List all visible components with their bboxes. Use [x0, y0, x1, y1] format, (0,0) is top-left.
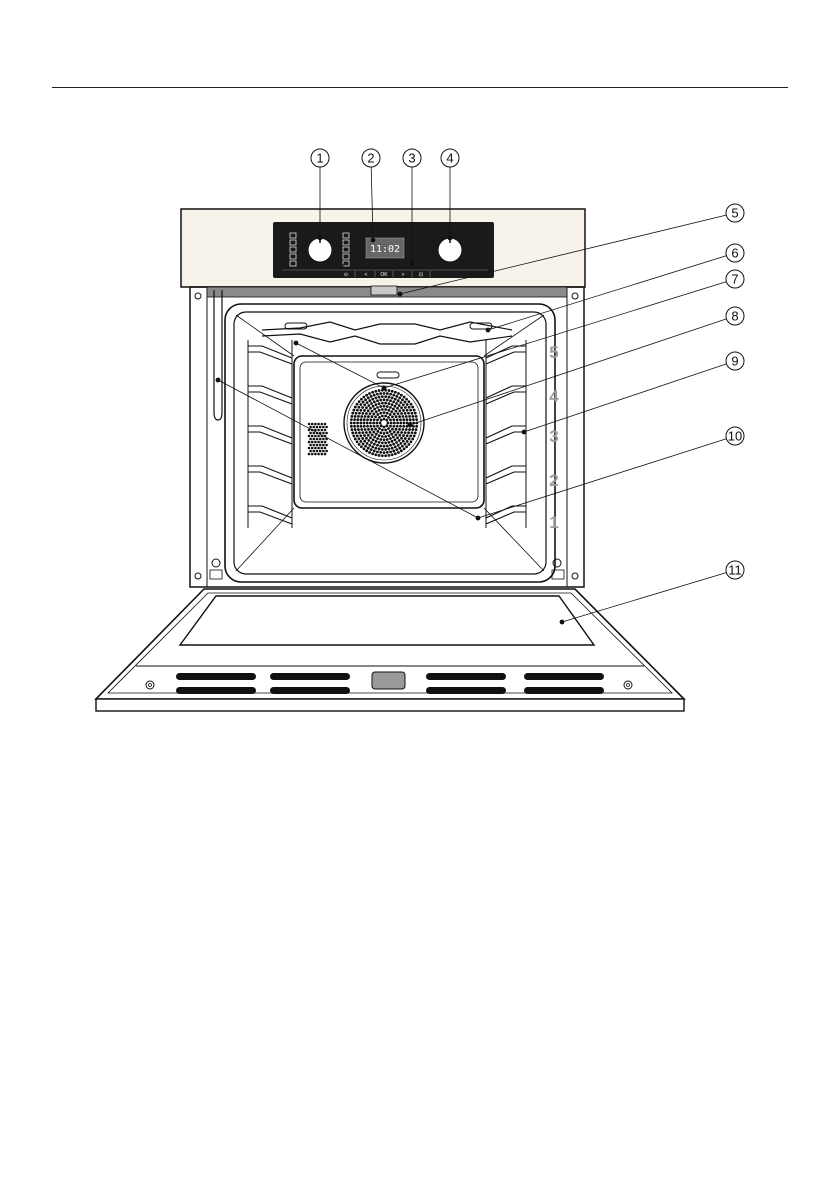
- leader-dot: [448, 236, 452, 240]
- screw-icon: [195, 573, 201, 579]
- leader-dot: [522, 430, 526, 434]
- screw-icon: [572, 293, 578, 299]
- leader-dot: [486, 328, 490, 332]
- callout-number: 5: [731, 206, 738, 221]
- callout-number: 11: [728, 563, 742, 578]
- leader-dot: [410, 262, 414, 266]
- shelf-level-3: 3: [549, 427, 558, 446]
- shelf-level-2: 2: [549, 471, 558, 490]
- leader-line: [478, 436, 735, 518]
- shelf-level-4: 4: [549, 387, 559, 406]
- shelf-runners-right: [486, 340, 526, 528]
- display-time: 11:02: [370, 244, 400, 255]
- sensor-button-label[interactable]: OK: [380, 272, 388, 278]
- callout-number: 8: [731, 309, 738, 324]
- leader-dot: [560, 620, 564, 624]
- leader-line: [218, 380, 478, 518]
- leader-line: [410, 316, 735, 425]
- vent-dots: [308, 423, 327, 455]
- callout-number: 7: [731, 272, 738, 287]
- leader-dot: [371, 238, 375, 242]
- sensor-button-label[interactable]: <: [365, 272, 368, 278]
- shelf-level-5: 5: [549, 343, 558, 362]
- screw-icon: [572, 573, 578, 579]
- screw-icon: [195, 293, 201, 299]
- callout-number: 2: [367, 151, 374, 166]
- leader-dot: [294, 341, 298, 345]
- leader-dot: [216, 378, 220, 382]
- leader-line: [562, 570, 735, 622]
- callout-number: 4: [446, 151, 453, 166]
- callout-number: 6: [731, 246, 738, 261]
- door-catch: [372, 672, 405, 689]
- sensor-button-label[interactable]: ⊙: [344, 272, 348, 278]
- leader-dot: [318, 236, 322, 240]
- fan-cover: [344, 383, 424, 463]
- door-seal: [214, 290, 222, 420]
- sensor-button-label[interactable]: >: [402, 272, 405, 278]
- control-panel-housing: 11:02 ⊙ < OK > ⊡: [181, 209, 585, 287]
- shelf-runners-left: [248, 340, 292, 528]
- oven-door: [96, 589, 684, 711]
- top-heating-element: [262, 322, 512, 344]
- callout-number: 1: [316, 151, 323, 166]
- leader-dot: [398, 292, 402, 296]
- callout-number: 9: [731, 354, 738, 369]
- callout-number: 3: [408, 151, 415, 166]
- sensor-button-label[interactable]: ⊡: [419, 272, 423, 278]
- callout-number: 10: [728, 429, 742, 444]
- leader-line: [296, 343, 384, 388]
- hinge-pin-icon: [212, 559, 220, 567]
- oven-cavity: [225, 304, 555, 582]
- leader-dot: [408, 423, 412, 427]
- oven-lamp: [371, 286, 397, 295]
- shelf-level-1: 1: [549, 513, 558, 532]
